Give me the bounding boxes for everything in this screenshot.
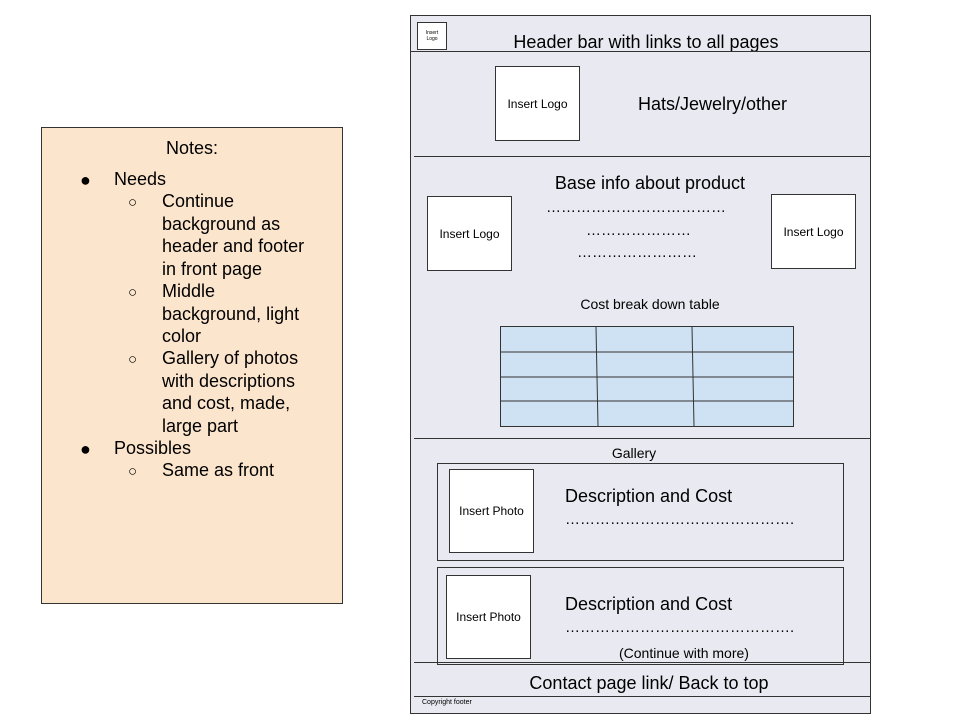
product-dots-line-1: ……………………………… xyxy=(546,199,726,216)
product-right-logo-placeholder: Insert Logo xyxy=(771,194,856,269)
header-small-logo-line-1: Insert xyxy=(425,30,439,36)
needs-item-1-line-4: in front page xyxy=(162,258,263,279)
needs-item-1-line-3: header and footer xyxy=(162,236,305,256)
possibles-label: Possibles xyxy=(114,438,192,458)
header-title: Header bar with links to all pages xyxy=(513,32,779,52)
gallery-title: Gallery xyxy=(611,445,657,461)
gallery-divider xyxy=(414,662,870,663)
cost-table-grid xyxy=(501,327,793,426)
category-divider xyxy=(414,156,870,157)
needs-item-3-line-3: and cost, made, xyxy=(162,393,291,413)
cost-breakdown-table xyxy=(500,326,794,427)
gallery-card-title: Description and Cost xyxy=(565,486,733,506)
gallery-card-title: Description and Cost xyxy=(565,594,733,614)
gallery-card-dots: ………………………………………. xyxy=(565,619,795,636)
gallery-photo-placeholder: Insert Photo xyxy=(449,469,534,553)
needs-item-3-line-2: with descriptions xyxy=(162,370,296,391)
notes-title: Notes: xyxy=(165,138,219,158)
bullet-dot-icon: ● xyxy=(80,439,91,459)
product-left-logo-placeholder: Insert Logo xyxy=(427,196,512,271)
footer-divider xyxy=(414,696,870,697)
bullet-circle-icon: ○ xyxy=(128,351,138,368)
needs-item-3-line-4: large part xyxy=(162,415,239,436)
bullet-circle-icon: ○ xyxy=(128,463,138,480)
product-dots-line-2: ………………… xyxy=(586,222,691,239)
needs-item-2: Middle background, light color xyxy=(162,280,299,348)
needs-item-3: Gallery of photos with descriptions and … xyxy=(162,347,298,437)
needs-item-1-line-1: Continue xyxy=(162,191,235,211)
needs-label: Needs xyxy=(114,169,167,189)
needs-item-1: Continue background as header and footer… xyxy=(162,190,304,280)
gallery-card-dots: ………………………………………. xyxy=(565,511,795,528)
needs-item-2-line-1: Middle xyxy=(162,281,216,301)
category-text: Hats/Jewelry/other xyxy=(638,94,788,114)
needs-item-2-line-2: background, light xyxy=(162,303,300,324)
gallery-card: Insert Photo Description and Cost ………………… xyxy=(437,567,844,665)
bullet-circle-icon: ○ xyxy=(128,284,138,301)
product-dots-line-3: …………………… xyxy=(577,244,697,261)
header-small-logo-line-2: Logo xyxy=(426,36,438,42)
header-divider xyxy=(411,51,870,52)
possibles-item-1: Same as front xyxy=(162,460,275,480)
needs-item-2-line-3: color xyxy=(162,326,202,346)
bullet-dot-icon: ● xyxy=(80,170,91,190)
footer-link-text[interactable]: Contact page link/ Back to top xyxy=(529,673,769,693)
wireframe-page: Insert Logo Header bar with links to all… xyxy=(410,15,871,714)
header-small-logo: Insert Logo xyxy=(417,22,447,50)
category-logo-placeholder: Insert Logo xyxy=(495,66,580,141)
product-divider xyxy=(414,438,870,439)
gallery-continue-text: (Continue with more) xyxy=(619,645,749,661)
cost-table-title: Cost break down table xyxy=(580,296,720,312)
product-title: Base info about product xyxy=(554,173,746,193)
bullet-circle-icon: ○ xyxy=(128,194,138,211)
notes-panel: Notes: ● Needs ○ Continue background as … xyxy=(41,127,343,604)
needs-item-3-line-1: Gallery of photos xyxy=(162,348,299,368)
needs-item-1-line-2: background as xyxy=(162,213,281,234)
gallery-photo-placeholder: Insert Photo xyxy=(446,575,531,659)
gallery-card: Insert Photo Description and Cost ………………… xyxy=(437,463,844,561)
footer-copyright: Copyright footer xyxy=(422,699,472,706)
